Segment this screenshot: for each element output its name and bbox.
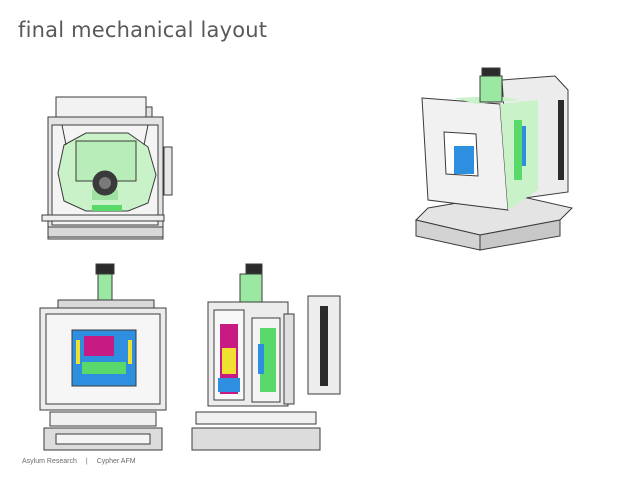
footer-company: Asylum Research [22, 458, 77, 465]
top-view-drawing [41, 96, 173, 240]
isometric-view-drawing [415, 67, 573, 251]
slide-title: final mechanical layout [18, 18, 268, 42]
footer-product: Cypher AFM [96, 458, 136, 465]
front-view-drawing [39, 263, 167, 451]
footer: Asylum Research | Cypher AFM [22, 458, 136, 465]
footer-separator: | [85, 458, 88, 465]
side-view-drawing [191, 263, 341, 451]
